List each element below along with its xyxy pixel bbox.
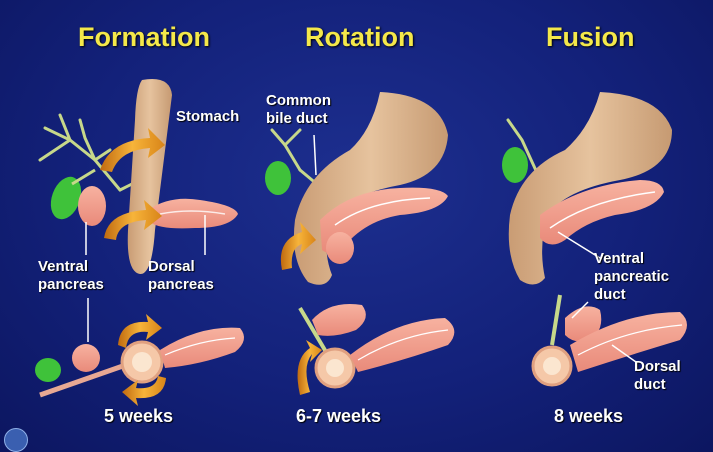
rotation-arrow-1a [100,128,165,172]
pancreas-2 [320,187,448,254]
dorsal-pancreas-label: Dorsal pancreas [148,258,214,294]
rotation-arrow-1c [118,314,162,348]
dorsal-pancreas-xsec-3 [570,312,687,372]
corner-logo-icon [4,428,28,452]
rotation-arrow-2a [280,222,316,270]
fusion-weeks: 8 weeks [554,406,624,426]
ventral-duct-label-line2: pancreatic [594,268,670,285]
common-bile-duct-label-line1: Common [266,92,331,109]
ventral-pancreas-label: Ventral pancreas [38,258,104,294]
ventral-pancreas-bud-1 [78,186,106,226]
fusion-panel [502,92,687,387]
hepatic-ducts-1 [38,113,142,192]
rotation-arrow-1b [104,200,162,240]
stomach-3 [508,92,672,285]
stomach-tube-1 [127,79,172,275]
gallbladder-xsec-1 [35,358,61,382]
stomach-2 [293,92,448,285]
dorsal-duct-label-line1: Dorsal [634,358,681,375]
ventral-pancreas-label-line2: pancreas [38,276,104,293]
ventral-pancreas-label-line1: Ventral [38,258,89,275]
formation-title: Formation [78,22,210,52]
gallbladder-1 [50,176,82,220]
common-bile-duct-label-line2: bile duct [266,110,328,127]
dorsal-duct-label-line2: duct [634,376,666,393]
rotation-weeks: 6-7 weeks [296,406,382,426]
dorsal-pancreas-label-line1: Dorsal [148,258,195,275]
fusion-title: Fusion [546,22,635,52]
rotation-title: Rotation [305,22,415,52]
gallbladder-3 [502,147,528,183]
stomach-label: Stomach [176,108,240,125]
rotation-arrow-1d [122,376,166,406]
ventral-bud-2 [326,232,354,264]
ventral-duct-label-line1: Ventral [594,250,645,267]
rotation-arrow-2b [297,340,322,395]
formation-weeks: 5 weeks [104,406,174,426]
ventral-pancreatic-duct-label: Ventral pancreatic duct [594,250,669,304]
gallbladder-2 [265,161,291,195]
rotation-panel [265,92,455,395]
ventral-duct-label-line3: duct [594,286,626,303]
ventral-bud-xsec-1 [72,344,100,372]
dorsal-pancreas-xsec-2 [350,318,455,372]
ventral-bud-xsec-2 [312,304,366,336]
common-bile-duct-label: Common bile duct [266,92,331,128]
dorsal-duct-label: Dorsal duct [634,358,681,394]
dorsal-pancreas-xsec-1 [160,327,244,368]
dorsal-pancreas-1 [148,198,238,229]
formation-panel [35,79,244,406]
dorsal-pancreas-label-line2: pancreas [148,276,214,293]
